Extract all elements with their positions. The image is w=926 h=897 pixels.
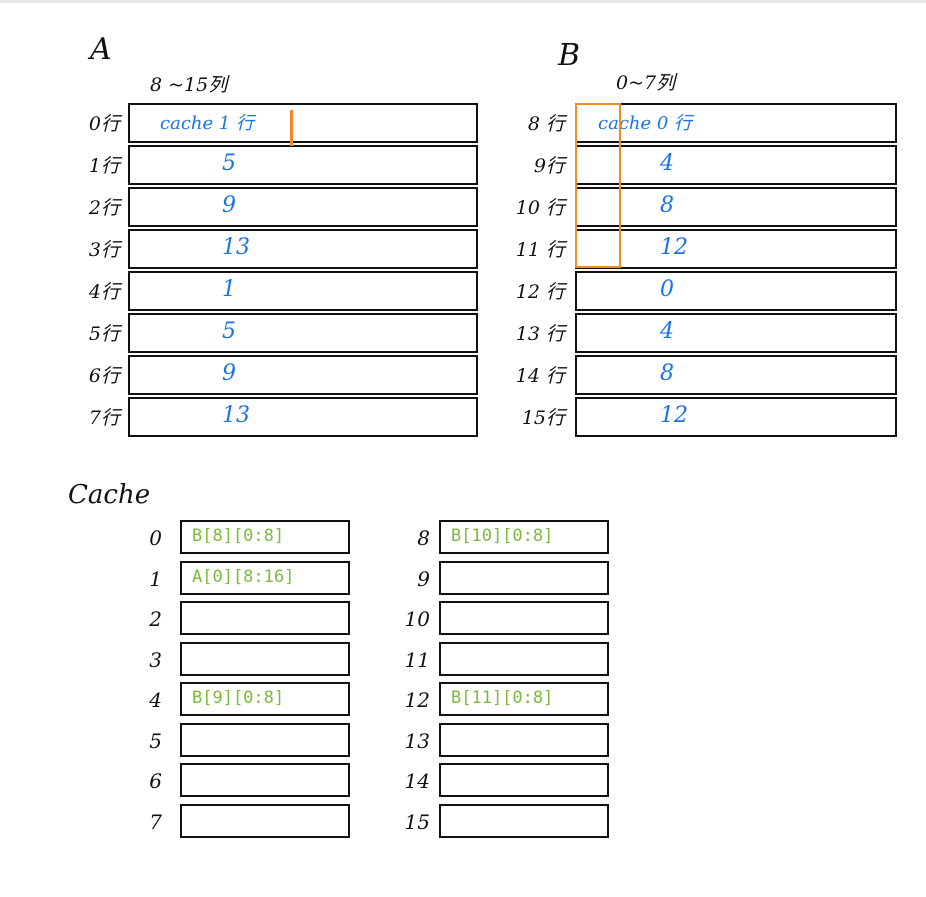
cache-slot <box>180 763 350 797</box>
row-box <box>128 187 478 227</box>
row-label: 12 行 <box>515 281 565 303</box>
top-border <box>0 0 926 3</box>
row-value: 9 <box>222 361 236 386</box>
cache-slot-value: B[10][0:8] <box>451 526 554 546</box>
cache-slot <box>180 601 350 635</box>
cache-slot-value: B[11][0:8] <box>451 688 554 708</box>
cache-index: 12 <box>404 688 430 712</box>
cache-index: 2 <box>149 607 162 631</box>
row-value: 5 <box>222 151 236 176</box>
row-label: 2行 <box>88 197 120 219</box>
row-value: 5 <box>222 319 236 344</box>
row-value: cache 0 行 <box>598 113 693 134</box>
matrix-a-title: A <box>90 32 112 67</box>
cache-index: 11 <box>404 647 430 672</box>
row-value: cache 1 行 <box>160 113 255 134</box>
row-value: 0 <box>660 277 674 302</box>
row-value: 9 <box>222 193 236 218</box>
row-value: 8 <box>660 361 674 386</box>
row-label: 13 行 <box>515 323 565 345</box>
matrix-b-cols-label: 0~7列 <box>616 72 676 94</box>
cache-slot-value: A[0][8:16] <box>192 566 295 587</box>
cache-index: 13 <box>404 728 430 753</box>
cache-index: 15 <box>404 809 430 834</box>
cache-title: Cache <box>68 480 151 510</box>
row-box <box>128 229 478 269</box>
row-box <box>128 145 478 185</box>
cache-index: 7 <box>149 809 162 834</box>
cache-slot <box>439 560 609 595</box>
cache-slot <box>180 641 350 676</box>
row-box <box>575 271 897 311</box>
row-value: 13 <box>222 235 250 260</box>
row-box <box>575 355 897 395</box>
cache-slot <box>180 682 350 716</box>
row-box <box>128 397 478 437</box>
cache-index: 1 <box>149 566 162 591</box>
cache-slot <box>439 601 609 635</box>
row-value: 12 <box>660 235 688 260</box>
row-label: 0行 <box>88 113 120 135</box>
row-value: 1 <box>222 277 236 302</box>
matrix-a-cols-label: 8 ~15列 <box>150 74 228 96</box>
row-value: 4 <box>660 151 674 176</box>
cache-slot <box>439 803 609 838</box>
row-label: 8 行 <box>527 113 565 135</box>
row-value: 12 <box>660 403 688 428</box>
row-label: 11 行 <box>515 239 565 261</box>
row-box <box>575 397 897 437</box>
cache-slot <box>439 520 609 554</box>
cache-slot <box>439 682 609 716</box>
row-label: 5行 <box>88 323 120 345</box>
row-box <box>128 355 478 395</box>
row-box <box>128 313 478 353</box>
row-box <box>575 187 897 227</box>
cache-slot-value: B[8][0:8] <box>192 526 285 546</box>
cache-slot <box>180 560 350 595</box>
row-value: 13 <box>222 403 250 428</box>
cache-index: 0 <box>149 526 162 550</box>
cache-index: 14 <box>404 769 430 793</box>
row-label: 1行 <box>88 155 120 177</box>
row-value: 8 <box>660 193 674 218</box>
cache-slot <box>180 722 350 757</box>
row-box <box>575 103 897 143</box>
cache-slot <box>180 803 350 838</box>
cache-slot <box>439 641 609 676</box>
cache-index: 3 <box>149 647 162 672</box>
row-label: 7行 <box>88 407 120 429</box>
row-label: 15行 <box>521 407 565 429</box>
row-box <box>575 313 897 353</box>
cache-index: 10 <box>404 607 430 631</box>
cache-index: 9 <box>417 566 430 591</box>
a-column-highlight-mark <box>290 110 293 146</box>
row-label: 9行 <box>533 155 565 177</box>
cache-slot <box>180 520 350 554</box>
row-label: 10 行 <box>515 197 565 219</box>
cache-index: 5 <box>149 728 162 753</box>
row-label: 14 行 <box>515 365 565 387</box>
row-box <box>128 103 478 143</box>
cache-index: 4 <box>149 688 162 712</box>
row-label: 4行 <box>88 281 120 303</box>
row-label: 6行 <box>88 365 120 387</box>
cache-index: 8 <box>417 526 430 550</box>
b-column-highlight-box <box>575 103 621 268</box>
row-box <box>575 145 897 185</box>
row-value: 4 <box>660 319 674 344</box>
matrix-b-title: B <box>558 38 581 73</box>
row-label: 3行 <box>88 239 120 261</box>
cache-index: 6 <box>149 769 162 793</box>
cache-slot <box>439 763 609 797</box>
cache-slot-value: B[9][0:8] <box>192 688 285 708</box>
row-box <box>128 271 478 311</box>
cache-slot <box>439 722 609 757</box>
row-box <box>575 229 897 269</box>
